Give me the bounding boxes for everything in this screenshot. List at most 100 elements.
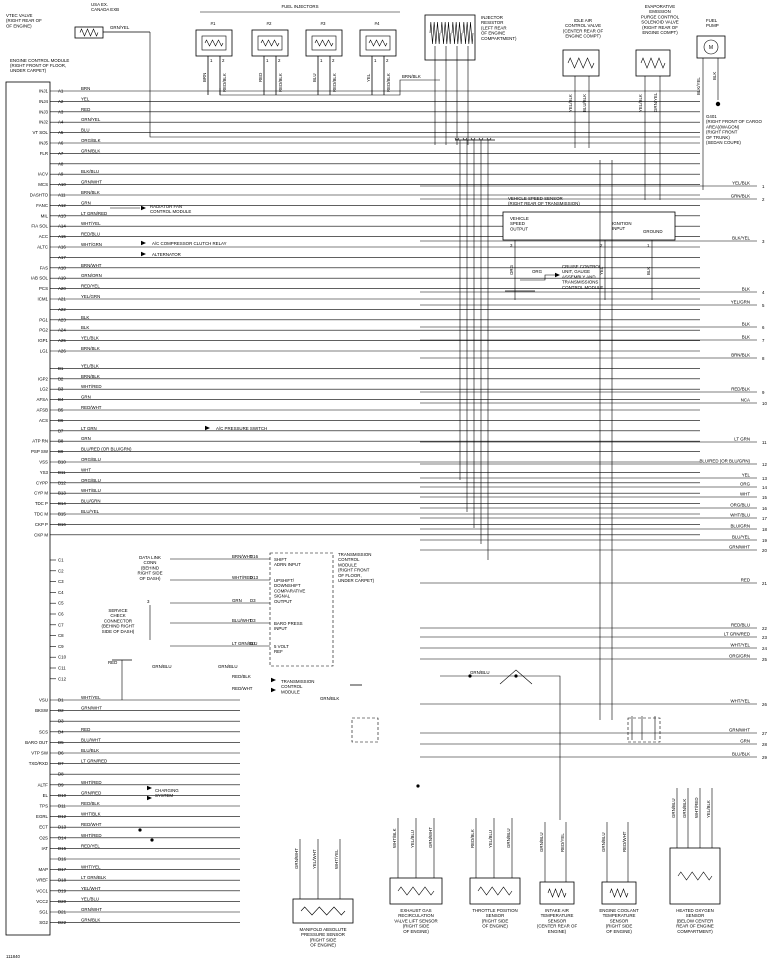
ecm-signal-label: CYPP <box>36 480 48 485</box>
ac-relay-label: A/C COMPRESSOR CLUTCH RELAY <box>152 241 227 246</box>
ecm-signal-label: LG1 <box>40 349 49 354</box>
ecm-signal-label: INJ1 <box>39 89 49 94</box>
wire-color-label: BLK/YEL <box>696 77 701 95</box>
wire-color-label: BLU <box>312 73 317 82</box>
ect-sensor-label: OF ENGINE) <box>606 929 632 934</box>
ecm-signal-label: ACS <box>39 418 48 423</box>
wire-color-label: GRN/WHT <box>81 180 102 185</box>
ecm-signal-label: ALTC <box>37 245 48 250</box>
cruise-arrow-icon <box>555 272 560 278</box>
tcm-pin-label: OUTPUT <box>274 599 292 604</box>
wire-color-label: YEL <box>599 266 604 275</box>
ect-sensor-label: ENGINE COOLANT <box>599 908 639 913</box>
tcm-label: TRANSMISSION <box>338 552 371 557</box>
wire-color-label: LT GRN/RED <box>81 211 107 216</box>
wire-color-label: BLK <box>742 287 750 292</box>
ecm-signal-label: YS3 <box>40 470 49 475</box>
ecm-signal-label: DASHTO <box>30 193 49 198</box>
fuel-pump-ground-label: G401 <box>706 114 717 119</box>
tcm-pin-label: REF <box>274 649 283 654</box>
charging-system-label: CHARGING <box>155 788 179 793</box>
connector-ref-number: 23 <box>762 635 767 640</box>
ecm-signal-label: PG1 <box>39 317 48 322</box>
pin-number: 3 <box>147 599 150 604</box>
injector-label: #3 <box>321 21 326 26</box>
wire-color-label: BLU/RED (OR BLU/GRN) <box>81 447 132 452</box>
wire-color-label: RED/WHT <box>622 831 627 852</box>
shield-dashed-box <box>351 717 379 743</box>
ecm-signal-label: FIA SOL <box>31 224 48 229</box>
wire-color-label: WHT/YEL <box>730 699 750 704</box>
wire-color-label: BLU/GRN <box>730 524 750 529</box>
wire-color-label: RED <box>258 73 263 82</box>
connector-ref-number: 7 <box>762 338 765 343</box>
wire-color-label: BLU/BLK <box>582 94 587 112</box>
wire-color-label: GRN/BLK <box>81 148 100 153</box>
vss-output-label: VEHICLE <box>510 216 529 221</box>
wire-color-label: YEL/WHT <box>312 849 317 869</box>
wire-color-label: GRN <box>740 739 750 744</box>
wire-color-label: GRN/YEL <box>81 117 101 122</box>
wire-color-label: GRN/WHT <box>428 827 433 848</box>
wire-color-label: BRN/BLK <box>81 346 100 351</box>
fuel-pump-ground-label: AREA)(WAGON) <box>706 124 740 129</box>
ecm-signal-label: INJ4 <box>39 99 49 104</box>
connector-ref-number: 27 <box>762 731 767 736</box>
vss-output-label: OUTPUT <box>510 226 528 231</box>
tcm-dashed-box <box>269 552 334 667</box>
egr-sensor-label: OF ENGINE) <box>403 929 429 934</box>
connector-ref-number: 29 <box>762 755 767 760</box>
alternator-arrow-icon <box>141 251 146 257</box>
vtec-wire-run <box>149 32 700 138</box>
ecm-signal-label: IGP1 <box>38 338 49 343</box>
connector-ref-number: 24 <box>762 646 767 651</box>
connector-icon <box>486 137 492 141</box>
tps-sensor-label: OF ENGINE) <box>482 924 508 929</box>
ecm-title: (RIGHT FRONT OF FLOOR, <box>10 63 66 68</box>
map-sensor-label: (RIGHT SIDE <box>310 937 337 942</box>
ecm-signal-label: VSS <box>39 460 48 465</box>
ecm-signal-label: IAT <box>41 846 48 851</box>
ac-switch-arrow-icon <box>205 425 210 431</box>
injector-resistor-label: RESISTOR <box>481 20 503 25</box>
wire-color-label: GRN <box>81 395 91 400</box>
connector-ref-number: 8 <box>762 356 765 361</box>
fuel-pump-box <box>696 35 726 59</box>
wire-color-label: BLK <box>646 267 651 275</box>
wire-color-label: ORG <box>532 269 543 274</box>
tcm-pin-number: D3 <box>250 618 256 623</box>
wire-color-label: BLK/BLU <box>81 169 99 174</box>
splice-dot <box>138 828 142 832</box>
injector-coil-icon <box>314 39 334 47</box>
cruise-wire <box>520 274 555 281</box>
tcm-ref-label: MODULE <box>281 689 300 694</box>
wire-color-label: BRN/BLK <box>81 190 100 195</box>
injector-label: #2 <box>267 21 272 26</box>
fuel-pump-ground-label: (RIGHT FRONT OF CARGO <box>706 119 763 124</box>
ecm-pin-number: C11 <box>58 666 66 671</box>
cruise-control-label: ASSEMBLY AND <box>562 274 596 279</box>
wire-color-label: YEL/GRN <box>81 294 100 299</box>
connector-ref-number: 10 <box>762 401 767 406</box>
wire-color-label: GRN/YEL <box>110 25 130 30</box>
fuel-pump-ground-label: (SEDAN COUPE) <box>706 140 741 145</box>
service-check-label: SERVICE <box>108 608 127 613</box>
wire-color-label: YEL <box>366 73 371 82</box>
ecm-signal-label: INJ5 <box>39 141 49 146</box>
wire-color-label: BLK <box>742 322 750 327</box>
wire-color-label: BLU/RED (OR BLU/GRN) <box>700 459 751 464</box>
wire-color-label: GRN/BLU <box>152 664 172 669</box>
tps-sensor-label: (RIGHT SIDE <box>482 918 509 923</box>
tcm-ref-label: CONTROL <box>281 684 303 689</box>
iac-valve-label: ENGINE COMPT) <box>565 34 601 39</box>
wire-color-label: BRN/BLK <box>402 74 421 79</box>
radiator-fan-label: CONTROL MODULE <box>150 209 191 214</box>
wire-color-label: ORG/BLU <box>81 457 101 462</box>
ecm-signal-label: VCC2 <box>36 899 48 904</box>
vss-label: (RIGHT REAR OF TRANSMISSION) <box>508 201 580 206</box>
ecm-signal-label: ALTF <box>38 782 49 787</box>
ecm-title: ENGINE CONTROL MODULE <box>10 58 69 63</box>
vtec-valve-label: OF ENGINE) <box>6 23 32 28</box>
map-sensor-label: OF ENGINE) <box>310 943 336 948</box>
wire-color-label: LT GRN <box>734 437 750 442</box>
